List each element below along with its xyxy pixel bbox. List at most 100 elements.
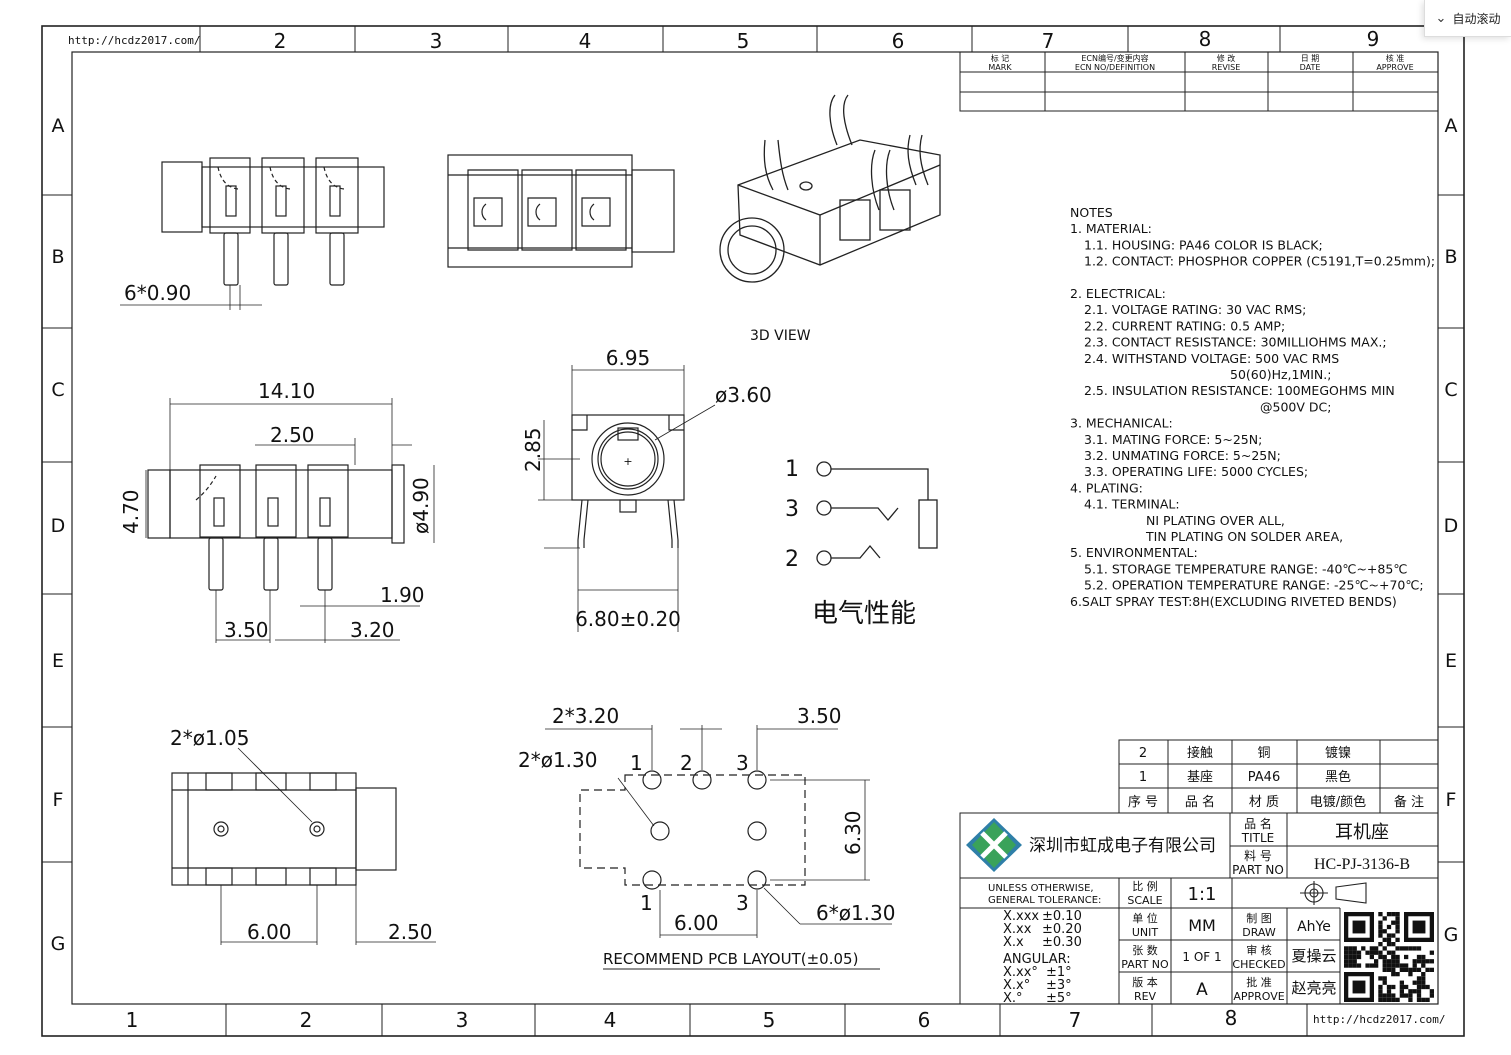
qr-module — [1404, 967, 1409, 972]
qr-module — [1374, 946, 1379, 951]
qr-module — [1386, 967, 1392, 972]
rev-head-approve-en: APPROVE — [1376, 63, 1413, 72]
tol-head-1: UNLESS OTHERWISE, — [988, 883, 1094, 894]
bom-row2-material: 铜 — [1257, 746, 1270, 761]
rev-head-revise-en: REVISE — [1212, 63, 1241, 72]
bom-head-finish: 电镀/颜色 — [1310, 794, 1366, 810]
url-top[interactable]: http://hcdz2017.com/ — [68, 34, 200, 47]
rev-cn: 版 本 — [1132, 975, 1158, 989]
qr-module — [1395, 954, 1400, 960]
qr-module — [1429, 967, 1434, 972]
bottom-zone-dividers — [225, 1004, 1308, 1036]
qr-module — [1404, 954, 1409, 960]
qr-code-icon[interactable] — [1344, 912, 1434, 1002]
qr-module — [1348, 950, 1353, 955]
qr-module — [1408, 972, 1413, 977]
note-line: 1.1. HOUSING: PA46 COLOR IS BLACK; — [1084, 237, 1323, 252]
qr-module — [1352, 946, 1357, 951]
qr-module — [1378, 976, 1383, 981]
pcb-pin-3: 3 — [736, 751, 749, 775]
note-line: 3.3. OPERATING LIFE: 5000 CYCLES; — [1084, 464, 1308, 479]
tol-head-2: GENERAL TOLERANCE: — [988, 895, 1101, 906]
qr-module — [1429, 993, 1434, 998]
qr-module — [1374, 959, 1379, 964]
dim-pin-span: 6.80±0.20 — [575, 607, 681, 631]
qr-module — [1382, 976, 1387, 981]
zone-bottom-8: 8 — [1225, 1006, 1238, 1030]
qr-module — [1425, 967, 1430, 972]
ang-v-0: ±1° — [1046, 965, 1072, 980]
zone-bottom-3: 3 — [456, 1008, 469, 1032]
note-line: 3.2. UNMATING FORCE: 5~25N; — [1084, 448, 1281, 463]
qr-module — [1391, 950, 1396, 955]
qr-module — [1391, 933, 1396, 938]
note-line: 2.1. VOLTAGE RATING: 30 VAC RMS; — [1084, 302, 1306, 317]
zone-bottom-7: 7 — [1069, 1008, 1082, 1032]
tol-angular: ANGULAR: — [1003, 952, 1071, 967]
qr-module — [1378, 997, 1383, 1002]
qr-module — [1382, 954, 1387, 960]
qr-module — [1382, 993, 1387, 998]
tol-v-2: ±0.30 — [1042, 935, 1082, 950]
tol-k-0: X.xxx — [1003, 909, 1039, 924]
part-label-cn: 料 号 — [1244, 849, 1272, 863]
qr-module — [1352, 959, 1357, 964]
zone-bottom-2: 2 — [300, 1008, 313, 1032]
qr-module — [1391, 972, 1396, 977]
qr-module — [1352, 950, 1357, 955]
qr-module — [1369, 954, 1374, 960]
qr-module — [1378, 929, 1383, 934]
qr-module — [1412, 989, 1417, 994]
qr-module — [1412, 959, 1417, 964]
qr-module — [1382, 929, 1387, 934]
rev-head-mark-en: MARK — [988, 63, 1012, 72]
zone-left-b: B — [51, 246, 64, 268]
zone-top-7: 7 — [1042, 29, 1055, 53]
zone-bottom-1: 1 — [126, 1008, 139, 1032]
qr-module — [1412, 963, 1417, 968]
url-bottom[interactable]: http://hcdz2017.com/ — [1313, 1013, 1445, 1026]
dim-bottom-600: 6.00 — [247, 920, 292, 944]
note-line: 1. MATERIAL: — [1070, 221, 1152, 236]
qr-module — [1382, 916, 1387, 921]
qr-module — [1386, 993, 1392, 998]
schematic-pin-labels: 1 3 2 — [785, 457, 799, 572]
qr-module — [1395, 937, 1400, 942]
schem-pin-3: 3 — [785, 497, 799, 522]
center-mark: + — [623, 455, 632, 468]
schem-pin-2: 2 — [785, 547, 799, 572]
qr-module — [1408, 946, 1413, 951]
auto-scroll-button[interactable]: ⌄ 自动滚动 — [1424, 0, 1511, 37]
qr-module — [1391, 959, 1396, 964]
qr-module — [1352, 963, 1357, 968]
dim-pcb-630: 6.30 — [841, 810, 865, 855]
qr-module — [1361, 946, 1366, 951]
qr-module — [1386, 984, 1392, 990]
qr-module — [1421, 997, 1426, 1002]
dim-center-height: 2.85 — [521, 427, 545, 472]
bom-cells: 2 接触 铜 镀镍 1 基座 PA46 黑色 序 号 品 名 材 质 电镀/颜色… — [1128, 745, 1424, 810]
qr-module — [1369, 946, 1374, 951]
qr-module — [1382, 937, 1387, 942]
ang-k-1: X.x° — [1003, 978, 1030, 993]
qr-module — [1399, 984, 1404, 990]
qr-module — [1416, 954, 1422, 960]
qr-module — [1344, 954, 1349, 960]
qr-module — [1395, 963, 1400, 968]
top-zone-labels: 2 3 4 5 6 7 8 9 — [274, 27, 1380, 53]
qr-module — [1378, 920, 1383, 925]
dim-hole-dia: ø3.60 — [715, 383, 772, 407]
dim-bottom-250: 2.50 — [388, 920, 433, 944]
zone-right-b: B — [1444, 246, 1457, 268]
qr-module — [1378, 954, 1383, 960]
outer-frame — [41, 25, 1465, 1037]
bom-row2-no: 2 — [1139, 746, 1147, 761]
zone-left-c: C — [51, 379, 64, 401]
zone-left-e: E — [52, 650, 64, 672]
front-view — [538, 365, 716, 632]
qr-module — [1369, 950, 1374, 955]
zone-bottom-6: 6 — [918, 1008, 931, 1032]
bom-row1-name: 基座 — [1187, 770, 1213, 785]
qr-module — [1382, 959, 1387, 964]
dim-pcb-350: 3.50 — [797, 704, 842, 728]
